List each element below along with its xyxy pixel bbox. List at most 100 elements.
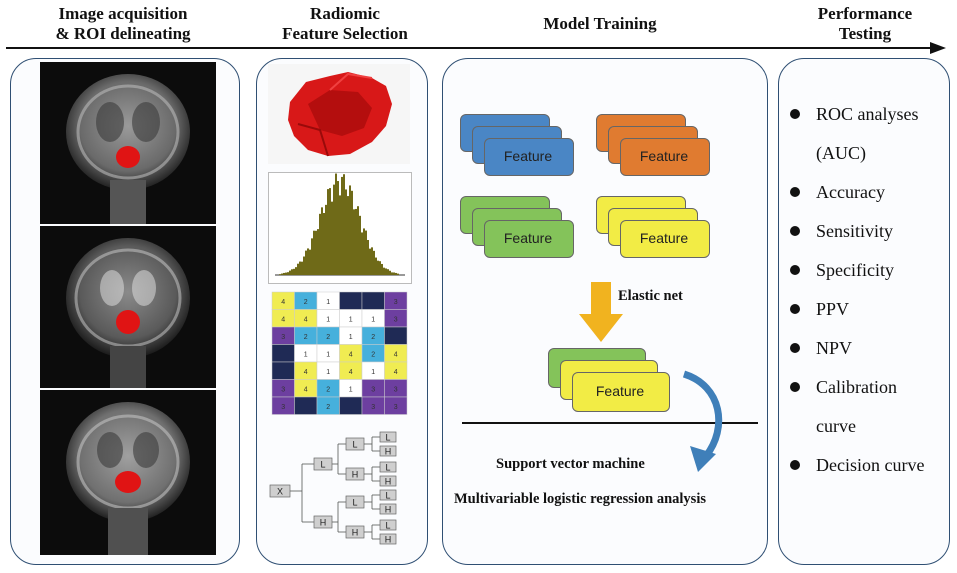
performance-item: curve bbox=[790, 416, 856, 437]
grid-cell bbox=[271, 344, 295, 363]
performance-item-label: Calibration bbox=[816, 377, 897, 397]
grid-cell-label: 3 bbox=[371, 386, 375, 393]
histogram-bar bbox=[315, 230, 317, 275]
grid-cell-label: 1 bbox=[349, 386, 353, 393]
tree-node-root bbox=[269, 484, 291, 498]
performance-item: (AUC) bbox=[790, 143, 866, 164]
histogram-bar bbox=[287, 272, 289, 275]
performance-item-label: ROC analyses bbox=[816, 104, 919, 124]
grid-cell-label: 4 bbox=[349, 369, 353, 376]
grid-cell-label: 1 bbox=[326, 351, 330, 358]
feature-card-label: Feature bbox=[503, 230, 553, 246]
histogram-bar bbox=[301, 261, 303, 275]
histogram-bar bbox=[309, 249, 311, 275]
tree-leaf bbox=[379, 519, 397, 531]
histogram-bar bbox=[349, 185, 351, 275]
histogram-bar bbox=[289, 270, 291, 275]
grid-cell bbox=[339, 291, 363, 310]
bullet-icon bbox=[790, 459, 800, 470]
tumor-3d-render bbox=[268, 64, 410, 164]
tree-node-level2-label: H bbox=[352, 528, 359, 538]
performance-item: Decision curve bbox=[790, 455, 924, 476]
grid-cell-label: 3 bbox=[371, 404, 375, 411]
performance-item: PPV bbox=[790, 299, 849, 320]
bullet-icon bbox=[790, 264, 800, 275]
performance-item: Accuracy bbox=[790, 182, 885, 203]
histogram-bar bbox=[389, 270, 391, 275]
histogram-bar bbox=[327, 189, 329, 275]
histogram-bar bbox=[279, 274, 281, 275]
tree-node-level1 bbox=[313, 457, 333, 471]
grid-cell-label: 3 bbox=[394, 404, 398, 411]
histogram-bar bbox=[323, 213, 325, 275]
bullet-icon bbox=[790, 342, 800, 353]
histogram-bar bbox=[317, 229, 319, 275]
mri-image-coronal-t1 bbox=[40, 62, 216, 224]
tree-leaf-label: H bbox=[385, 535, 392, 545]
grid-cell-label: 1 bbox=[349, 334, 353, 341]
histogram-bar bbox=[367, 240, 369, 275]
grid-cell bbox=[384, 396, 408, 415]
grid-cell-label: 4 bbox=[394, 369, 398, 376]
grid-cell-label: 3 bbox=[281, 386, 285, 393]
histogram-bar bbox=[293, 268, 295, 275]
performance-item-label: Accuracy bbox=[816, 182, 885, 202]
mri-image-coronal-t1-contrast bbox=[40, 390, 216, 555]
tree-node-level1-label: H bbox=[320, 518, 327, 528]
feature-card-blue bbox=[484, 138, 574, 176]
histogram-bar bbox=[333, 184, 335, 275]
performance-item: Calibration bbox=[790, 377, 897, 398]
tree-leaf-label: H bbox=[385, 447, 392, 457]
histogram-bar bbox=[321, 207, 323, 275]
performance-item: Sensitivity bbox=[790, 221, 893, 242]
histogram-bar bbox=[339, 195, 341, 275]
grid-cell-label: 2 bbox=[304, 334, 308, 341]
tree-node-level2-label: L bbox=[352, 440, 357, 450]
performance-item-label: Specificity bbox=[816, 260, 894, 280]
selected-feature-card bbox=[572, 372, 670, 412]
histogram-bar bbox=[305, 250, 307, 275]
grid-cell-label: 2 bbox=[326, 386, 330, 393]
histogram-bar bbox=[375, 257, 377, 275]
grid-cell-label: 4 bbox=[281, 299, 285, 306]
histogram-bar bbox=[361, 232, 363, 275]
bullet-icon bbox=[790, 303, 800, 314]
histogram-bar bbox=[345, 189, 347, 275]
grid-cell-label: 1 bbox=[326, 299, 330, 306]
svm-label: Support vector machine bbox=[496, 456, 645, 472]
tree-node-level2-label: H bbox=[352, 470, 359, 480]
tree-node-root-label: X bbox=[277, 487, 283, 497]
histogram-bar bbox=[303, 256, 305, 275]
tree-leaf bbox=[379, 445, 397, 457]
feature-card-orange bbox=[620, 138, 710, 176]
curved-arrow bbox=[682, 370, 723, 472]
histogram-bar bbox=[281, 273, 283, 275]
histogram-bar bbox=[347, 196, 349, 275]
histogram-bar bbox=[351, 190, 353, 275]
histogram-bar bbox=[283, 272, 285, 275]
histogram-bar bbox=[357, 206, 359, 275]
grid-cell-label: 2 bbox=[371, 334, 375, 341]
tree-leaf-label: L bbox=[385, 433, 390, 443]
bullet-icon bbox=[790, 186, 800, 197]
grid-cell-label: 2 bbox=[371, 351, 375, 358]
performance-item-label: Decision curve bbox=[816, 455, 925, 475]
grid-cell-label: 3 bbox=[394, 299, 398, 306]
histogram-bar bbox=[341, 176, 343, 275]
histogram-bar bbox=[319, 213, 321, 275]
histogram-bar bbox=[395, 272, 397, 275]
grid-cell bbox=[361, 291, 385, 310]
performance-item-label: PPV bbox=[816, 299, 850, 319]
grid-cell-label: 1 bbox=[371, 316, 375, 323]
histogram-bar bbox=[307, 248, 309, 275]
histogram-chart bbox=[268, 172, 412, 284]
performance-item: Specificity bbox=[790, 260, 894, 281]
performance-item-label: Sensitivity bbox=[816, 221, 894, 241]
tree-node-level1-label: L bbox=[320, 460, 325, 470]
histogram-bar bbox=[369, 248, 371, 275]
tree-leaf-label: L bbox=[385, 463, 390, 473]
grid-cell bbox=[294, 396, 318, 415]
tree-leaf bbox=[379, 431, 397, 443]
